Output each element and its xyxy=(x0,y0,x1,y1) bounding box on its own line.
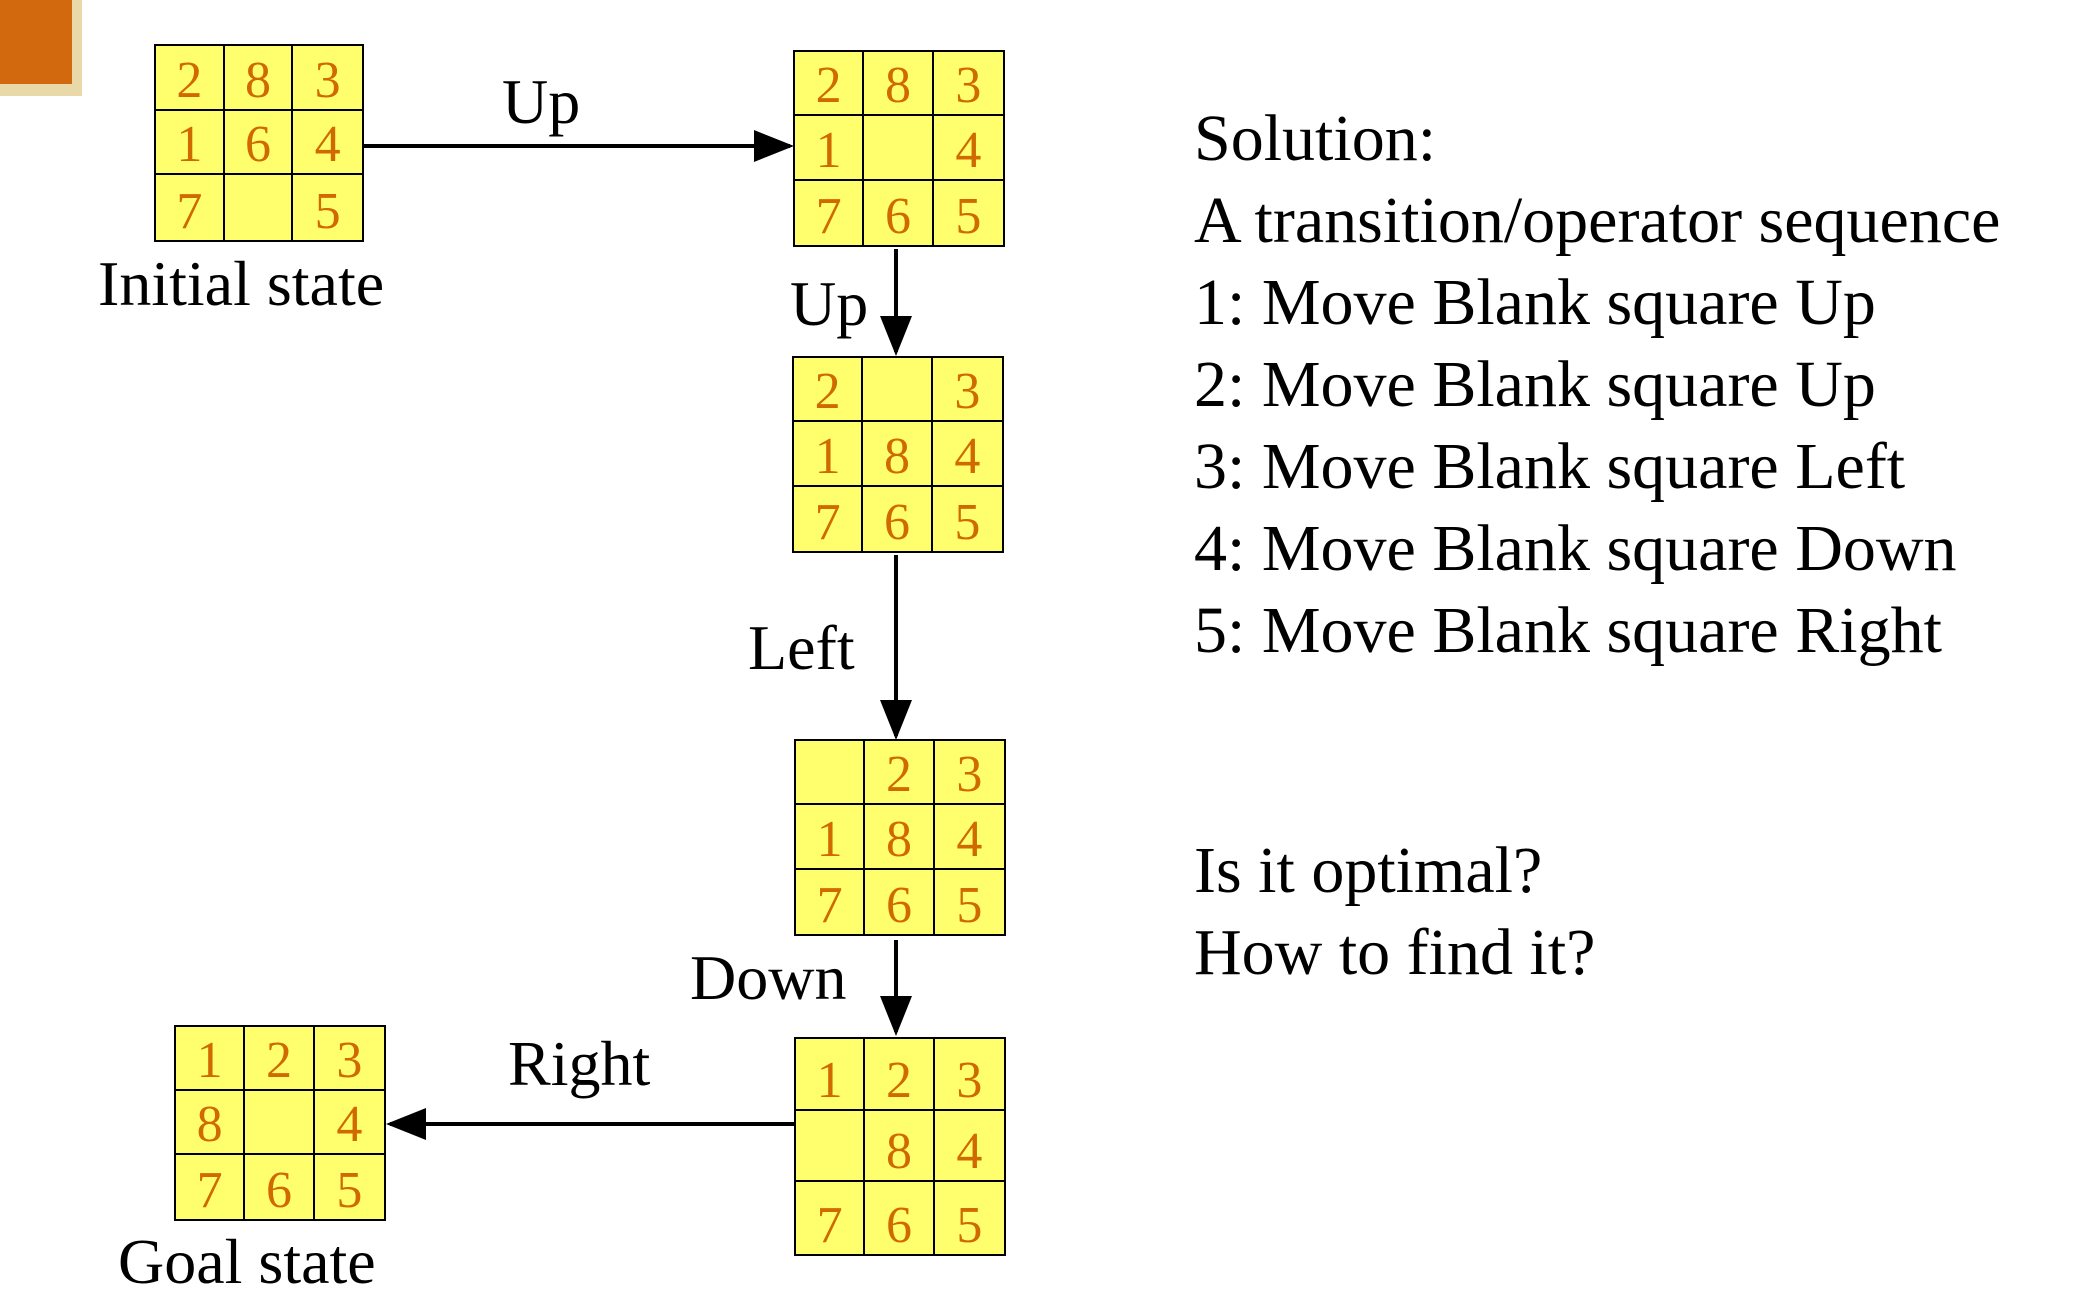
tile: 3 xyxy=(934,741,1004,806)
tile: 2 xyxy=(865,1039,935,1111)
slide-corner-accent xyxy=(0,0,72,84)
tile: 6 xyxy=(865,1182,935,1254)
question-find: How to find it? xyxy=(1194,916,1596,989)
solution-step-5: 5: Move Blank square Right xyxy=(1194,594,1942,667)
tile: 7 xyxy=(176,1155,246,1219)
tile: 4 xyxy=(933,116,1003,181)
blank-tile xyxy=(245,1091,315,1155)
tile: 3 xyxy=(933,52,1003,117)
tile: 1 xyxy=(796,1039,866,1111)
solution-step-4: 4: Move Blank square Down xyxy=(1194,512,1957,585)
tile: 2 xyxy=(865,741,935,806)
blank-tile xyxy=(796,1110,866,1183)
blank-tile xyxy=(864,116,934,181)
tile: 2 xyxy=(245,1027,315,1091)
tile: 8 xyxy=(865,1110,935,1183)
tile: 6 xyxy=(245,1155,315,1219)
tile: 8 xyxy=(224,46,294,111)
solution-step-2: 2: Move Blank square Up xyxy=(1194,348,1876,421)
blank-tile xyxy=(225,175,294,240)
tile: 1 xyxy=(796,805,866,870)
tile: 8 xyxy=(176,1091,246,1155)
move-label-up-1: Up xyxy=(502,66,581,137)
tile: 7 xyxy=(796,1182,866,1254)
tile: 1 xyxy=(156,110,225,176)
tile: 8 xyxy=(864,52,934,117)
tile: 7 xyxy=(796,869,866,934)
goal-state-caption: Goal state xyxy=(118,1226,376,1297)
tile: 2 xyxy=(156,46,225,111)
move-label-right: Right xyxy=(508,1028,651,1099)
tile: 1 xyxy=(795,116,865,181)
tile: 4 xyxy=(932,422,1002,487)
tile: 4 xyxy=(314,1091,384,1155)
tile: 6 xyxy=(224,110,294,176)
tile: 3 xyxy=(293,46,362,111)
move-label-down: Down xyxy=(690,942,847,1013)
tile: 6 xyxy=(865,869,935,934)
slide-corner-decoration xyxy=(0,0,82,96)
tile: 8 xyxy=(863,422,933,487)
tile: 6 xyxy=(864,180,934,245)
tile: 3 xyxy=(932,358,1002,423)
tile: 5 xyxy=(956,1196,983,1254)
tile: 4 xyxy=(934,805,1004,870)
questions-panel: Is it optimal? How to find it? xyxy=(1194,830,1595,994)
tile: 7 xyxy=(794,486,864,551)
tile: 4 xyxy=(293,111,362,176)
tile: 3 xyxy=(314,1027,384,1091)
tile: 7 xyxy=(156,175,225,240)
tile: 3 xyxy=(934,1039,1004,1111)
tile: 8 xyxy=(865,805,935,870)
solution-panel: Solution: A transition/operator sequence… xyxy=(1194,98,2000,672)
blank-tile xyxy=(863,358,933,423)
tile: 5 xyxy=(954,494,981,551)
tile: 5 xyxy=(336,1162,363,1219)
move-label-up-2: Up xyxy=(790,268,869,339)
tile: 1 xyxy=(176,1027,246,1091)
question-optimal: Is it optimal? xyxy=(1194,834,1543,907)
solution-step-1: 1: Move Blank square Up xyxy=(1194,266,1876,339)
tile: 5 xyxy=(956,877,983,934)
solution-subtitle: A transition/operator sequence xyxy=(1194,184,2001,257)
tile: 1 xyxy=(794,422,864,487)
tile: 2 xyxy=(794,358,864,423)
initial-state-caption: Initial state xyxy=(98,248,385,319)
solution-title: Solution: xyxy=(1194,102,1437,175)
solution-step-3: 3: Move Blank square Left xyxy=(1194,430,1906,503)
tile: 7 xyxy=(795,180,865,245)
tile: 5 xyxy=(314,182,341,240)
blank-tile xyxy=(796,741,866,806)
tile: 6 xyxy=(863,486,933,551)
tile: 2 xyxy=(795,52,865,117)
move-label-left: Left xyxy=(748,612,855,683)
tile: 5 xyxy=(955,188,982,245)
tile: 4 xyxy=(934,1111,1004,1183)
